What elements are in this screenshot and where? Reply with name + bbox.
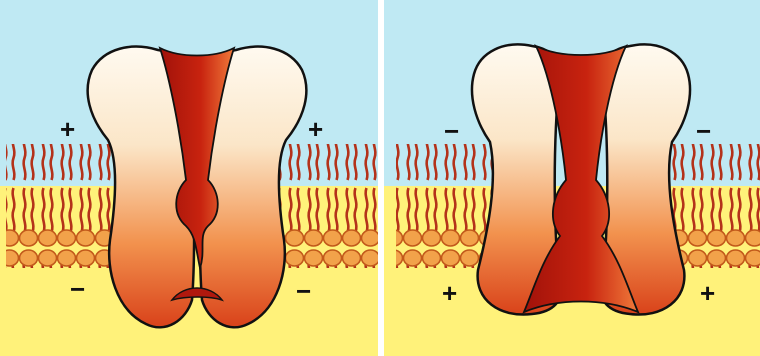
charge-bottom-left: + [442,278,457,308]
charge-top-left: − [444,116,459,146]
charge-bottom-left: − [70,274,85,304]
charge-bottom-right: − [296,276,311,306]
lipid-bilayer-right [272,144,378,268]
charge-top-left: + [60,114,75,144]
charge-top-right: + [308,114,323,144]
lipid-bilayer-left [6,144,124,268]
closed-channel-panel: + + − − [0,0,378,356]
charge-bottom-right: + [700,278,715,308]
charge-top-right: − [696,116,711,146]
open-channel-panel: − − + + [384,0,760,356]
